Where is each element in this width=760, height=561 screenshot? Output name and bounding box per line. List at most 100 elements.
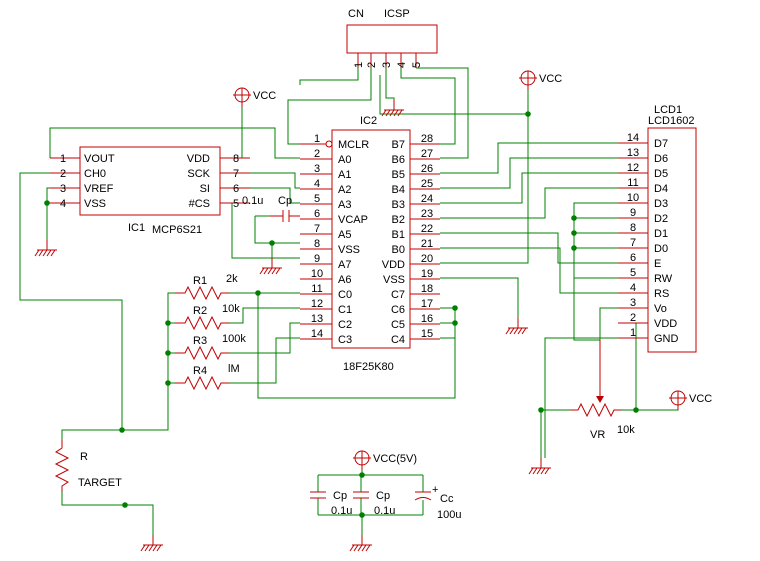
junction-dot <box>119 427 125 433</box>
ic2-pin-name: C5 <box>391 319 405 331</box>
ic2-pin-num: 8 <box>314 238 320 250</box>
lcd-pin-name: D6 <box>654 153 668 165</box>
wire <box>19 172 123 430</box>
ic2-pin-name: B0 <box>392 244 405 256</box>
vcc-label: VCC <box>253 90 276 102</box>
wire <box>241 103 250 159</box>
ic1-pin-name: CH0 <box>84 168 106 180</box>
ic1-pin-name: VREF <box>84 183 114 195</box>
resistor-value: lM <box>228 363 240 375</box>
junction-dot <box>165 350 171 356</box>
vcc-label: VCC(5V) <box>373 453 417 465</box>
wire <box>385 68 395 100</box>
ic2-mclr-bubble <box>325 140 333 148</box>
cp1-value: 0.1u <box>331 505 352 517</box>
wire <box>440 142 618 174</box>
lcd-pin-num: 6 <box>630 252 636 264</box>
ic2-pin-name: VCAP <box>338 214 368 226</box>
cc-value: 100u <box>437 509 461 521</box>
ic2-pin-num: 23 <box>421 208 433 220</box>
resistor-ref: R4 <box>193 365 207 377</box>
ic1-ref: IC1 <box>128 222 145 234</box>
resistor-r1 <box>175 285 230 301</box>
junction-dot <box>165 320 171 326</box>
ic1-pin-num: 2 <box>60 168 66 180</box>
wire <box>440 172 618 204</box>
wire <box>230 307 300 324</box>
ic2-pin-name: MCLR <box>338 139 369 151</box>
cp-bypass-capacitor-2 <box>353 491 369 499</box>
ic2-pin-num: 1 <box>314 133 320 145</box>
wire <box>250 187 300 204</box>
ic2-ref: IC2 <box>360 115 377 127</box>
ic1-part: MCP6S21 <box>152 224 202 236</box>
lcd-ref: LCD1 <box>654 104 682 116</box>
ic2-pin-name: A1 <box>338 169 351 181</box>
junction-dot <box>633 407 639 413</box>
junction-dot <box>255 290 261 296</box>
ground-icon <box>528 458 551 475</box>
ic2-pin-name: C1 <box>338 304 352 316</box>
ic2-pin-name: A3 <box>338 199 351 211</box>
resistor-r2 <box>175 315 230 331</box>
wire <box>573 202 618 279</box>
vcc-icon <box>519 70 537 90</box>
lcd-pin-num: 2 <box>630 312 636 324</box>
cc-electrolytic-capacitor <box>414 491 432 501</box>
wire <box>440 277 519 318</box>
ic2-pin-num: 12 <box>311 298 323 310</box>
lcd-pin-name: VDD <box>654 318 677 330</box>
cp2-ref: Cp <box>376 490 390 502</box>
lcd-pin-name: RS <box>654 288 669 300</box>
wire <box>573 278 600 341</box>
lcd-pin-name: E <box>654 258 661 270</box>
ic1-pin-num: 6 <box>233 183 239 195</box>
wire <box>287 68 372 145</box>
wire <box>440 247 618 294</box>
ic2-pin-name: C2 <box>338 319 352 331</box>
cc-plus: + <box>432 484 438 496</box>
ic2-pin-num: 17 <box>421 298 433 310</box>
cn-ref: CN <box>348 8 364 20</box>
wire <box>231 202 300 259</box>
vcc-icon <box>353 450 371 470</box>
ic2-pin-num: 3 <box>314 163 320 175</box>
components <box>50 24 697 501</box>
lcd-pin-num: 9 <box>630 207 636 219</box>
junction-dots <box>44 111 639 518</box>
ground-icon <box>259 258 282 275</box>
vcc-label: VCC <box>689 393 712 405</box>
resistor-ref: R2 <box>193 305 207 317</box>
vr-value: 10k <box>617 424 635 436</box>
ic2-part: 18F25K80 <box>343 361 394 373</box>
resistor-value: 100k <box>222 333 246 345</box>
ground-icon <box>349 535 372 552</box>
junction-dot <box>359 512 365 518</box>
ic2-pin-name: B1 <box>392 229 405 241</box>
ic2-pin-num: 4 <box>314 178 320 190</box>
ic2-pin-name: C0 <box>338 289 352 301</box>
cn-pin-num: 1 <box>353 62 365 68</box>
wire <box>254 216 300 244</box>
ic2-pin-num: 22 <box>421 223 433 235</box>
ic2-pin-num: 19 <box>421 268 433 280</box>
potentiometer-vr <box>570 340 622 418</box>
ic2-pin-num: 25 <box>421 178 433 190</box>
wire <box>49 127 300 159</box>
lcd1-body <box>647 127 697 353</box>
vcc-label: VCC <box>539 73 562 85</box>
cn-name: ICSP <box>384 8 410 20</box>
ic1-pin-num: 7 <box>233 168 239 180</box>
junction-dot <box>571 230 577 236</box>
ic2-pin-name: B3 <box>392 199 405 211</box>
lcd-pin-num: 13 <box>627 147 639 159</box>
ic1-pin-name: SI <box>200 183 210 195</box>
ic2-pin-num: 28 <box>421 133 433 145</box>
ic2-pin-num: 5 <box>314 193 320 205</box>
ic2-pin-name: C6 <box>391 304 405 316</box>
junction-dot <box>571 245 577 251</box>
ic2-pin-num: 14 <box>311 328 323 340</box>
cn-pin-num: 4 <box>396 62 408 68</box>
lcd-pin-name: D2 <box>654 213 668 225</box>
